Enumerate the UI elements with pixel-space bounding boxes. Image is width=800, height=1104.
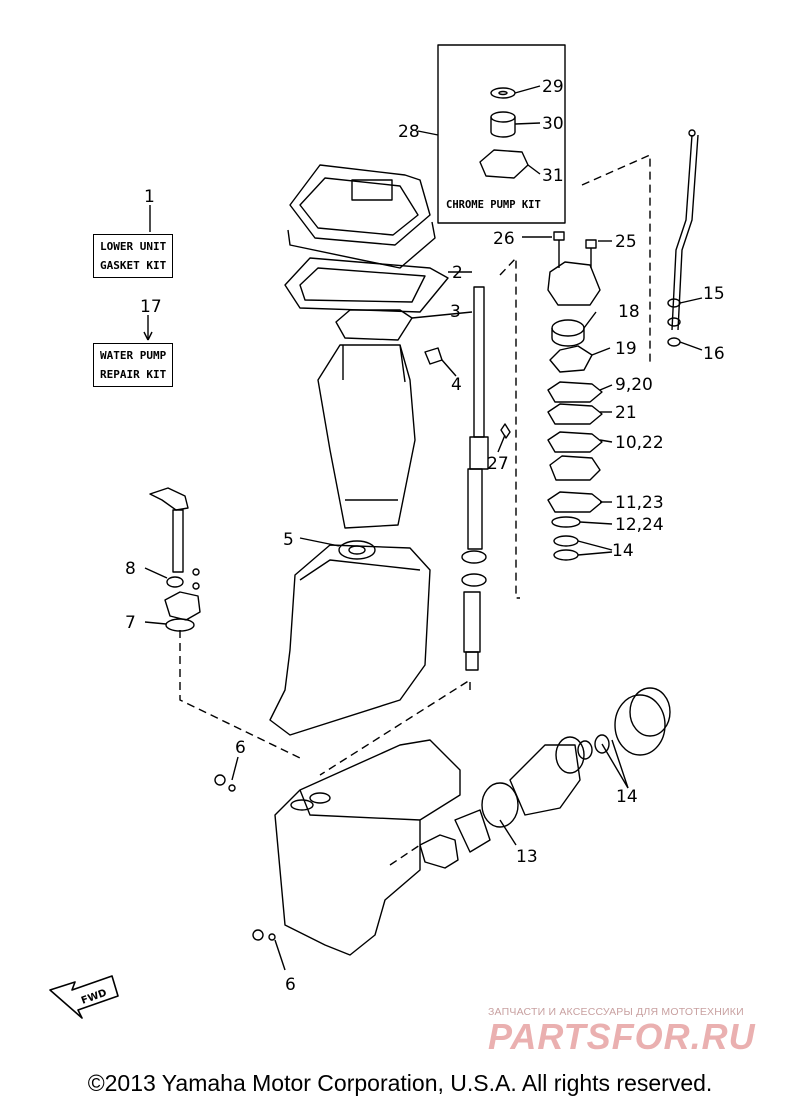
gasket-part-2 — [284, 257, 449, 313]
watermark-logo: PARTSFOR.RU — [488, 1016, 756, 1057]
insert-plate-part-31 — [479, 149, 529, 179]
callout-16: 16 — [703, 344, 725, 364]
shift-rod-parts-7-8 — [149, 487, 201, 632]
lower-unit-gasket-kit-box: LOWER UNIT GASKET KIT — [93, 234, 174, 278]
callout-1: 1 — [144, 187, 155, 207]
alignment-lines — [179, 154, 651, 866]
callout-17: 17 — [140, 297, 162, 317]
lower-casing — [274, 739, 461, 956]
drive-shaft — [461, 286, 489, 671]
callout-31: 31 — [542, 166, 564, 186]
fwd-arrow-icon — [49, 975, 119, 1019]
callout-6-lower: 6 — [285, 975, 296, 995]
callout-13: 13 — [516, 847, 538, 867]
gasket-kit-line-2: GASKET KIT — [100, 259, 167, 272]
callout-7: 7 — [125, 613, 136, 633]
watermark-tagline: ЗАПЧАСТИ И АКСЕССУАРЫ ДЛЯ МОТОТЕХНИКИ — [488, 1006, 744, 1018]
shift-rod — [667, 129, 699, 347]
callout-19: 19 — [615, 339, 637, 359]
callout-8: 8 — [125, 559, 136, 579]
bolt-part-6-lower — [252, 929, 264, 941]
water-pump-stack — [547, 261, 603, 561]
seal-part-5 — [338, 540, 376, 560]
propeller-shaft-assembly — [419, 687, 671, 869]
callout-25: 25 — [615, 232, 637, 252]
callout-26: 26 — [493, 229, 515, 249]
callout-28: 28 — [398, 122, 420, 142]
callout-18: 18 — [618, 302, 640, 322]
bushing-part-30 — [490, 111, 516, 138]
callout-30: 30 — [542, 114, 564, 134]
gasket-part-3 — [335, 309, 413, 341]
callout-2: 2 — [452, 263, 463, 283]
callout-15: 15 — [703, 284, 725, 304]
callout-11-23: 11,23 — [615, 493, 664, 513]
callout-5: 5 — [283, 530, 294, 550]
washer-part-29 — [490, 87, 516, 99]
callout-21: 21 — [615, 403, 637, 423]
callout-27: 27 — [487, 454, 509, 474]
water-pump-repair-kit-box: WATER PUMP REPAIR KIT — [93, 343, 174, 387]
upper-casing — [269, 544, 431, 736]
callout-6-upper: 6 — [235, 738, 246, 758]
gasket-kit-line-1: LOWER UNIT — [100, 240, 167, 253]
callout-14-pump: 14 — [612, 541, 634, 561]
key-part-27 — [500, 423, 511, 439]
callout-3: 3 — [450, 302, 461, 322]
callout-9-20: 9,20 — [615, 375, 653, 395]
callout-4: 4 — [451, 375, 462, 395]
chrome-pump-kit-box — [437, 44, 566, 224]
bolt-part-6-upper — [214, 774, 226, 786]
pump-kit-line-2: REPAIR KIT — [100, 368, 167, 381]
callout-29: 29 — [542, 77, 564, 97]
exhaust-muffler — [317, 344, 416, 529]
chrome-pump-kit-label: CHROME PUMP KIT — [446, 199, 541, 211]
upper-casing-plate — [287, 164, 436, 269]
bracket-part-4 — [424, 347, 443, 365]
pump-kit-line-1: WATER PUMP — [100, 349, 167, 362]
bolts-part-25-26 — [553, 231, 597, 268]
watermark: ЗАПЧАСТИ И АКСЕССУАРЫ ДЛЯ МОТОТЕХНИКИ PA… — [488, 1006, 788, 1056]
callout-14-shaft: 14 — [616, 787, 638, 807]
copyright-notice: ©2013 Yamaha Motor Corporation, U.S.A. A… — [87, 1070, 713, 1096]
callout-10-22: 10,22 — [615, 433, 664, 453]
callout-12-24: 12,24 — [615, 515, 664, 535]
